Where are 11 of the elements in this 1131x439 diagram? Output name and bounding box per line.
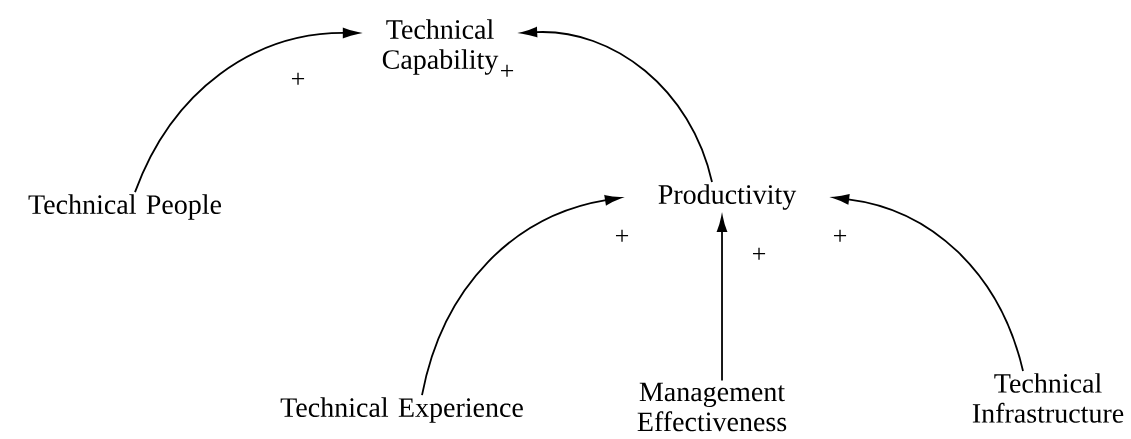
node-label: Technical Capability — [382, 19, 499, 75]
node-label: Technical Infrastructure — [972, 373, 1124, 423]
node-label: Productivity — [658, 184, 797, 210]
node-label: Management Effectiveness — [637, 382, 787, 432]
polarity-sign: + — [292, 72, 305, 85]
polarity-sign: + — [501, 64, 514, 77]
polarity-sign: + — [616, 229, 629, 242]
polarity-sign: + — [753, 247, 766, 260]
polarity-sign: + — [834, 229, 847, 242]
node-label: Technical People — [28, 194, 222, 220]
node-label: Technical Experience — [280, 397, 523, 423]
